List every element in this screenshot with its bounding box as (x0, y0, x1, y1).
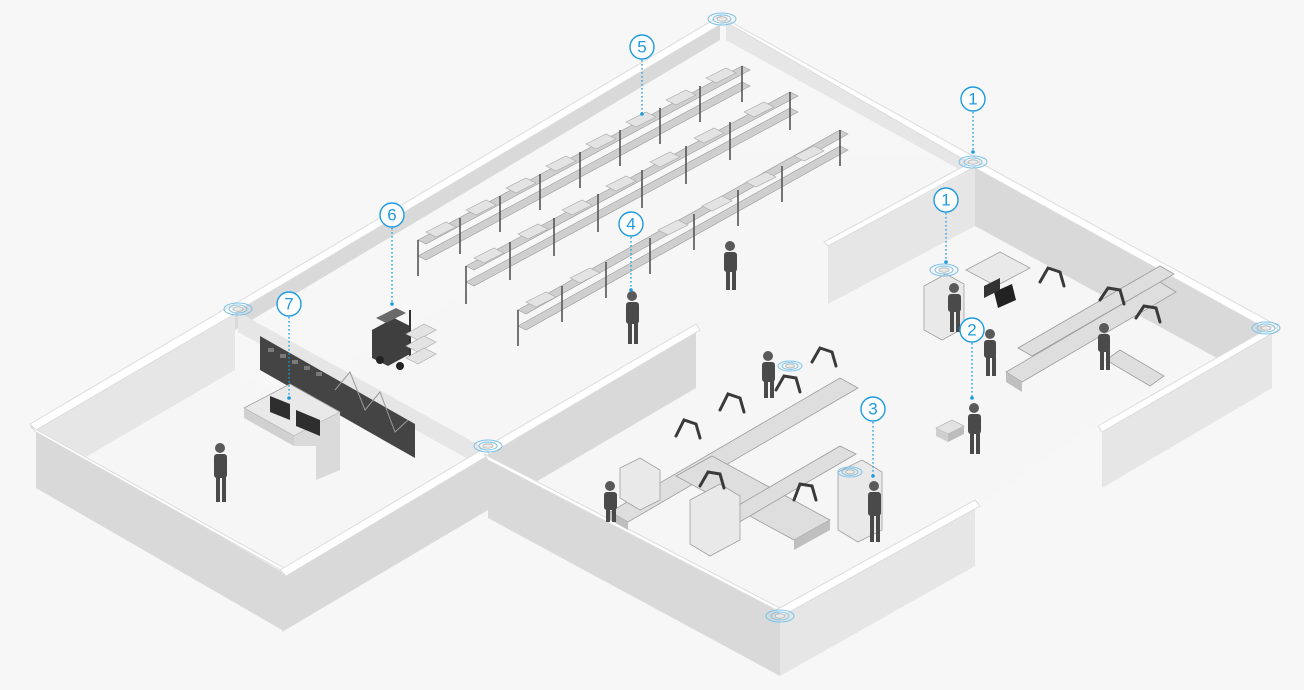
monitor-icon (270, 396, 320, 436)
worker-icon (984, 329, 996, 376)
callout-label: 2 (967, 321, 976, 340)
storage-rack-icon (517, 129, 849, 346)
storage-racks (417, 65, 849, 346)
walls (29, 15, 1279, 676)
wireless-access-point-icon (929, 263, 959, 277)
callout-label: 3 (868, 400, 877, 419)
callout-label: 1 (968, 90, 977, 109)
control-desk (243, 383, 341, 480)
display-wall (260, 336, 415, 458)
pallet-jack-icon (935, 403, 981, 454)
callout-3: 3 (860, 396, 886, 478)
callout-5: 5 (629, 34, 655, 116)
callout-1-wall: 1 (960, 86, 986, 154)
access-points (223, 12, 1281, 623)
robot-arm-icon (1038, 266, 1162, 324)
callout-label: 5 (637, 38, 646, 57)
worker-icon (1098, 323, 1110, 370)
storage-rack-icon (417, 65, 751, 276)
callout-2: 2 (959, 317, 985, 400)
callout-6: 6 (379, 202, 405, 306)
worker-icon (762, 351, 775, 398)
worker-icon (626, 291, 639, 344)
wireless-access-point-icon (223, 302, 253, 316)
wireless-access-point-icon (765, 609, 795, 623)
wireless-access-point-icon (777, 360, 803, 372)
wireless-access-point-icon (473, 439, 503, 453)
callouts: 1 1 2 3 4 5 (276, 34, 986, 478)
worker-icon (604, 481, 617, 522)
wireless-access-point-icon (707, 12, 737, 26)
wireless-access-point-icon (1251, 321, 1281, 335)
callout-label: 7 (284, 295, 293, 314)
worker-icon (868, 481, 881, 542)
wireless-access-point-icon (958, 155, 988, 169)
callout-label: 6 (387, 206, 396, 225)
forklift-icon (372, 308, 437, 370)
callout-label: 4 (626, 215, 635, 234)
robot-arm-icon (674, 346, 838, 502)
callout-1-station: 1 (933, 187, 959, 264)
callout-7: 7 (276, 291, 302, 400)
callout-4: 4 (618, 211, 644, 292)
storage-rack-icon (465, 91, 799, 304)
wireless-access-point-icon (837, 466, 863, 478)
worker-icon (214, 443, 227, 502)
worker-icon (724, 241, 737, 290)
callout-label: 1 (941, 191, 950, 210)
worker-icon (948, 283, 961, 332)
